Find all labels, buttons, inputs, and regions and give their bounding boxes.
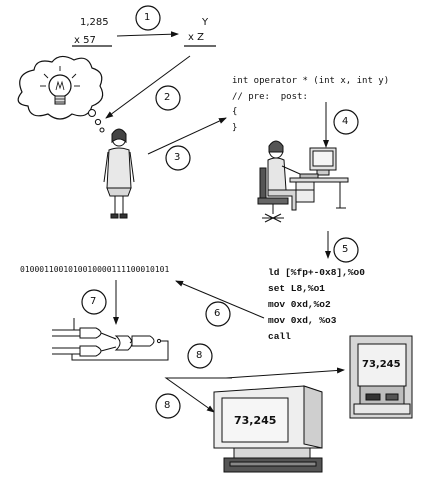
- step-number: 5: [342, 244, 349, 255]
- small-monitor: [349, 335, 413, 419]
- step-circle-7: [81, 289, 107, 315]
- step-number: 7: [90, 296, 97, 307]
- step-circle-4: [333, 109, 359, 135]
- numeric-multiplicand: 1,285: [80, 17, 109, 28]
- code-close-brace: }: [232, 123, 238, 133]
- step-circle-1: [135, 5, 161, 31]
- assembly-line: mov 0xd,%o2: [268, 299, 331, 310]
- arrow-step-6: [175, 280, 265, 319]
- symbolic-multiplicand: Y: [202, 17, 209, 28]
- step-number: 8: [196, 350, 203, 361]
- programmer-at-desk: [257, 140, 349, 223]
- arrow-step-2: [105, 55, 191, 119]
- small-monitor-value: 73,245: [362, 359, 401, 370]
- code-open-brace: {: [232, 107, 238, 117]
- logic-circuit: [52, 318, 169, 361]
- assembly-line: ld [%fp+-0x8],%o0: [268, 267, 365, 278]
- symbolic-multiplier: x Z: [188, 32, 204, 43]
- code-signature: int operator * (int x, int y): [232, 76, 390, 86]
- binary-code: 0100011001010010000111100010101: [20, 265, 170, 274]
- step-circle-6: [205, 301, 231, 327]
- arrow-step-8-large-monitor: [164, 377, 232, 413]
- step-number: 3: [174, 152, 181, 163]
- lightbulb-icon: [40, 66, 80, 105]
- step-number: 1: [144, 12, 151, 23]
- step-circles: [81, 5, 359, 419]
- arrow-step-1: [116, 31, 179, 38]
- step-circle-3: [165, 145, 191, 171]
- step-circle-2: [155, 85, 181, 111]
- step-circle-5: [333, 237, 359, 263]
- arrow-step-3: [147, 117, 227, 155]
- step-circle-8-lower: [155, 393, 181, 419]
- numeric-multiplier: x 57: [74, 35, 96, 46]
- code-comment: // pre: post:: [232, 92, 308, 102]
- woman-figure: [103, 128, 135, 219]
- step-circle-8-upper: [187, 343, 213, 369]
- arrow-step-8-small-monitor: [225, 367, 345, 379]
- large-monitor-value: 73,245: [234, 414, 277, 427]
- step-number: 6: [214, 308, 221, 319]
- step-number: 8: [164, 400, 171, 411]
- large-monitor: [213, 385, 323, 473]
- step-number: 2: [164, 92, 171, 103]
- assembly-line: call: [268, 331, 291, 342]
- step-number: 4: [342, 116, 349, 127]
- assembly-line: mov 0xd, %o3: [268, 315, 337, 326]
- assembly-line: set L8,%o1: [268, 283, 326, 294]
